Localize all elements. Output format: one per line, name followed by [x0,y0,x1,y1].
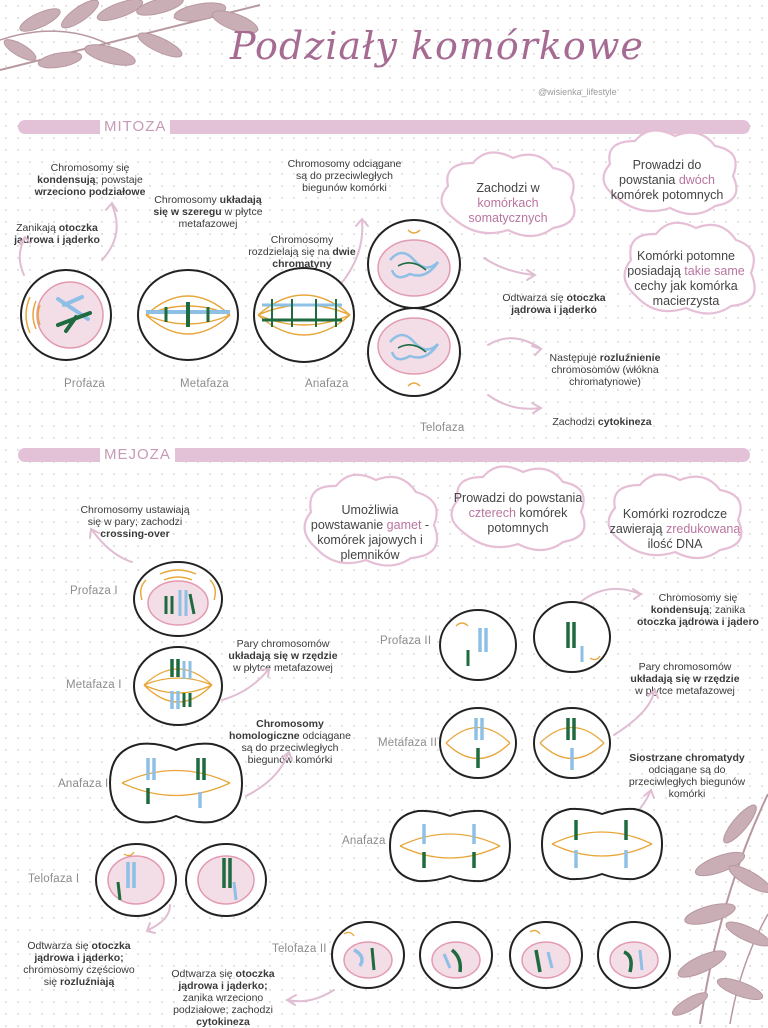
stage-label: Metafaza I [66,679,122,691]
stage-label: Anafaza II [342,835,396,847]
mitoza-heading: MITOZA [100,118,171,136]
stage-label: Profaza II [380,635,432,647]
mejoza-note-prophase2: Chromosomy się kondensują; zanika otoczk… [637,592,759,628]
mejoza-note-anaphase2: Siostrzane chromatydy odciągane są do pr… [628,752,746,800]
mitoza-note-envelope: Zanikają otoczka jądrowa i jąderko [14,222,100,246]
mejoza-note-prophase1: Chromosomy ustawiają się w pary; zachodz… [80,504,190,540]
arrow-icon [18,201,543,414]
mitoza-note-cytokinesis: Zachodzi cytokineza [552,416,652,428]
meiosis-anaphase2-cell-right [540,807,664,881]
mitoza-note-prophase: Chromosomy się kondensują; powstaje wrze… [34,162,146,198]
stage-label: Profaza [64,378,106,390]
mitoza-banner [18,120,750,134]
cloud-shape [602,129,738,216]
meiosis-telophase2-cell-3 [509,921,583,989]
cloud-shape [440,151,576,238]
mitoza-cloud-two-cells: Prowadzi do powstania dwóch komórek poto… [610,158,724,202]
meiosis-metaphase1-cell [133,646,223,726]
stage-label: Telofaza II [272,943,327,955]
meiosis-prophase2-cell-right [533,601,611,673]
page-title: Podziały komórkowe [230,24,644,68]
mejoza-cloud-four-cells: Prowadzi do powstania czterech komórek p… [453,491,583,535]
meiosis-metaphase2-cell-left [439,707,517,779]
mejoza-cloud-reduced-dna: Komórki rozrodcze zawierają zredukowaną … [609,507,741,551]
mejoza-note-anaphase1: Chromosomy homologiczne odciągane są do … [229,718,351,766]
mitoza-note-anaphase-poles: Chromosomy odciągane są do przeciwległyc… [287,158,402,194]
meiosis-prophase1-cell [133,561,223,637]
stage-label: Metafaza II [378,737,438,749]
mejoza-note-telophase2: Odtwarza się otoczka jądrowa i jąderko; … [171,968,275,1028]
meiosis-telophase1-cell-left [95,843,177,917]
stage-label: Anafaza I [58,778,109,790]
cloud-shape [607,473,743,560]
stage-label: Profaza I [70,585,118,597]
meiosis-telophase2-cell-4 [597,921,671,989]
stage-label: Anafaza [305,378,349,390]
stage-label: Telofaza I [28,873,80,885]
leaf-branch-top-left-icon [0,0,261,71]
meiosis-telophase2-cell-1 [331,921,405,989]
mejoza-heading: MEJOZA [100,446,175,464]
mejoza-note-metaphase1: Pary chromosomów układają się w rzędzie … [228,638,338,674]
cloud-shape [450,465,586,552]
stage-label: Metafaza [180,378,229,390]
stage-label: Telofaza [420,422,465,434]
cloud-shape [623,221,756,315]
mitosis-anaphase-cell [253,267,355,363]
mitosis-metaphase-cell [137,269,239,361]
meiosis-telophase2-cell-2 [419,921,493,989]
meiosis-anaphase2-cell-left [388,809,512,883]
mejoza-cloud-gametes: Umożliwia powstawanie gamet - komórek ja… [310,503,430,562]
mitoza-cloud-somatic: Zachodzi w komórkach somatycznych [468,181,548,225]
mitoza-note-metaphase: Chromosomy układają się w szeregu w płyt… [153,194,263,230]
cloud-shape [303,473,439,567]
meiosis-telophase1-cell-right [185,843,267,917]
mejoza-banner [18,448,750,462]
mitoza-note-telophase-envelope: Odtwarza się otoczka jądrowa i jąderko [502,292,606,316]
meiosis-anaphase1-cell [108,742,244,824]
leaf-branch-bottom-right-icon [671,793,768,1025]
mitoza-note-anaphase-split: Chromosomy rozdzielają się na dwie chrom… [248,234,356,270]
mitosis-telophase-cell-bottom [367,307,461,397]
mitoza-note-relax: Następuje rozluźnienie chromosomów (włók… [549,352,661,388]
mitosis-prophase-cell [20,269,112,361]
mejoza-note-telophase1: Odtwarza się otoczka jądrowa i jąderko; … [23,940,135,988]
meiosis-prophase2-cell-left [439,609,517,681]
author-handle: @wisienka_lifestyle [538,87,617,97]
mejoza-note-metaphase2: Pary chromosomów układają się w rzędzie … [630,661,740,697]
meiosis-metaphase2-cell-right [533,707,611,779]
mitoza-cloud-same-traits: Komórki potomne posiadają takie same cec… [627,249,745,308]
